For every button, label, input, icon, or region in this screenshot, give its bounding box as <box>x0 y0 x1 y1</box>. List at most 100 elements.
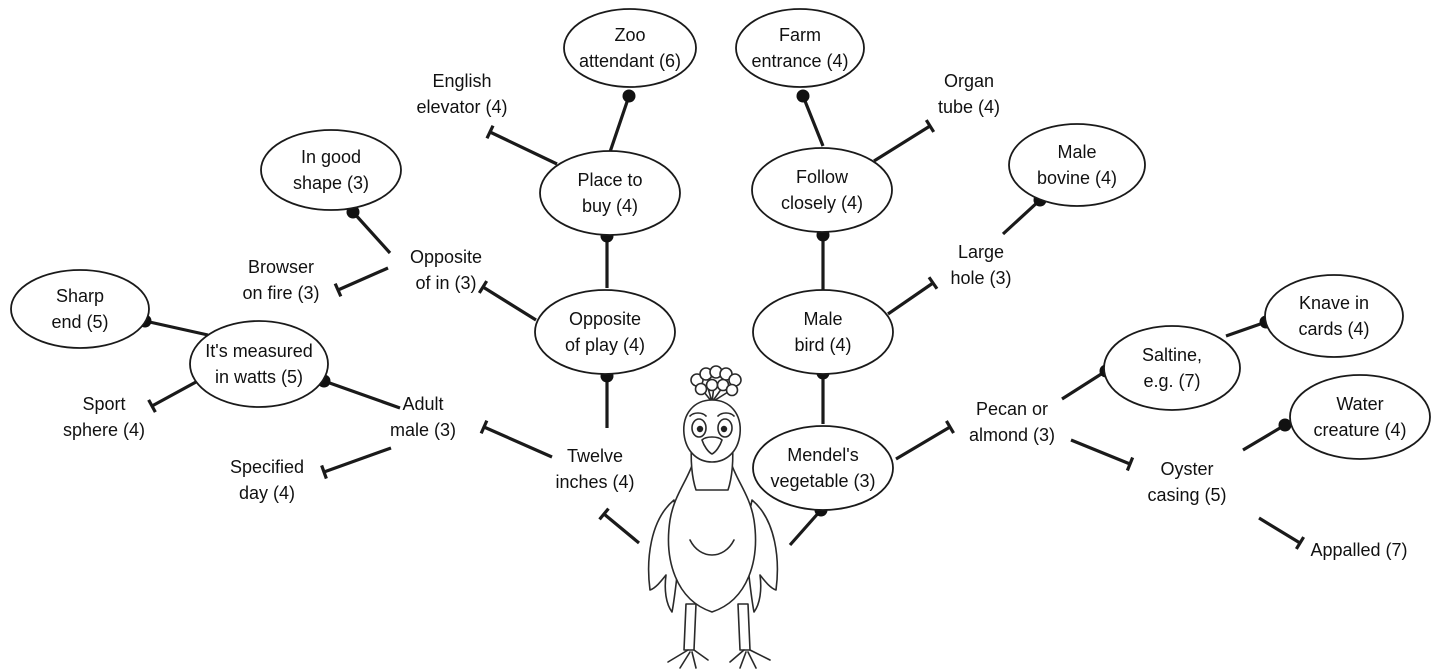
clue-text: Water <box>1336 394 1383 414</box>
clue-text: In good <box>301 147 361 167</box>
clue-node-knave: Knave in cards (4) <box>1264 274 1404 358</box>
clue-text: sphere (4) <box>63 420 145 440</box>
connector-twelve-oppplay <box>600 369 614 428</box>
clue-text: Organ <box>944 71 994 91</box>
clue-node-watts: It's measured in watts (5) <box>189 320 329 408</box>
clue-text: Large <box>958 242 1004 262</box>
clue-bubble <box>1264 274 1404 358</box>
clue-text: Knave in <box>1299 293 1369 313</box>
clue-text: of play (4) <box>565 335 645 355</box>
clue-node-goodshape: In good shape (3) <box>260 129 402 211</box>
clue-text: Oyster <box>1160 459 1213 479</box>
clue-node-appalled: Appalled (7) <box>1310 540 1407 560</box>
clue-bubble <box>534 289 676 375</box>
clue-text: Opposite <box>410 247 482 267</box>
clue-text: almond (3) <box>969 425 1055 445</box>
connector-follow-organ <box>873 119 936 163</box>
clue-node-largehole: Large hole (3) <box>950 242 1011 288</box>
clue-text: hole (3) <box>950 268 1011 288</box>
clue-text: vegetable (3) <box>770 471 875 491</box>
clue-text: elevator (4) <box>416 97 507 117</box>
clue-node-farm: Farm entrance (4) <box>735 8 865 88</box>
clue-text: Sharp <box>56 286 104 306</box>
connector-mendel-pecan <box>895 420 955 461</box>
connector-mendel-malebird <box>816 366 830 424</box>
clue-text: Opposite <box>569 309 641 329</box>
connector-malebird-largehole <box>887 276 939 316</box>
clue-text: Farm <box>779 25 821 45</box>
clue-node-oppplay: Opposite of play (4) <box>534 289 676 375</box>
clue-node-oppin: Opposite of in (3) <box>410 247 482 293</box>
clue-text: inches (4) <box>555 472 634 492</box>
link-bar <box>1125 456 1135 472</box>
link-bar <box>485 124 495 140</box>
connector-adult-watts <box>317 374 401 410</box>
link-bar <box>477 280 489 294</box>
clue-text: in watts (5) <box>215 367 303 387</box>
bird-head <box>683 399 741 463</box>
bird-body <box>667 459 757 613</box>
clue-bubble <box>1008 123 1146 207</box>
clue-bubble <box>1289 374 1431 460</box>
link-bar <box>333 282 343 298</box>
clue-text: e.g. (7) <box>1143 371 1200 391</box>
link-dot <box>622 89 636 103</box>
clue-node-bovine: Male bovine (4) <box>1008 123 1146 207</box>
bird-legs <box>667 603 771 669</box>
connector-place-zoo <box>608 89 636 153</box>
clue-node-saltine: Saltine,e.g. (7) <box>1103 325 1241 411</box>
clue-text: casing (5) <box>1147 485 1226 505</box>
link-dot <box>1278 418 1292 432</box>
peacock-illustration <box>647 365 779 669</box>
clue-bubble <box>539 150 681 236</box>
clue-node-mendel: Mendel's vegetable (3) <box>752 425 894 511</box>
link-bar <box>598 507 610 521</box>
link-bar <box>1294 536 1306 550</box>
clue-node-twelve: Twelve inches (4) <box>555 446 634 492</box>
connector-pecan-oyster <box>1070 438 1135 472</box>
clue-text: Pecan or <box>976 399 1048 419</box>
clue-text: Zoo <box>614 25 645 45</box>
clue-text: Mendel's <box>787 445 858 465</box>
clue-bubble <box>751 147 893 233</box>
clue-text: day (4) <box>239 483 295 503</box>
clue-text: bovine (4) <box>1037 168 1117 188</box>
clue-text: of in (3) <box>415 273 476 293</box>
link-bar <box>924 119 936 133</box>
clue-text: Specified <box>230 457 304 477</box>
connector-adult-specified <box>320 446 392 480</box>
clue-text: Follow <box>796 167 849 187</box>
clue-text: entrance (4) <box>751 51 848 71</box>
clue-text: Male <box>1057 142 1096 162</box>
clue-text: Adult <box>402 394 443 414</box>
connector-oppplay-place <box>600 229 614 288</box>
clue-text: Browser <box>248 257 314 277</box>
link-bar <box>147 399 157 413</box>
connector-twelve-adult <box>479 419 553 459</box>
clue-text: Twelve <box>567 446 623 466</box>
clue-node-specified: Specified day (4) <box>230 457 304 503</box>
clue-bubble <box>735 8 865 88</box>
clue-text: shape (3) <box>293 173 369 193</box>
connector-place-english <box>485 124 558 166</box>
link-bar <box>927 276 939 290</box>
link-bar <box>320 464 328 480</box>
connector-malebird-follow <box>816 228 830 290</box>
clue-text: cards (4) <box>1298 319 1369 339</box>
clue-bubble <box>752 289 894 375</box>
clue-text: on fire (3) <box>242 283 319 303</box>
clue-node-sport: Sport sphere (4) <box>63 394 145 440</box>
clue-bubble <box>189 320 329 408</box>
beak-icon <box>701 436 723 455</box>
clue-text: Sport <box>82 394 125 414</box>
link-bar <box>945 420 955 434</box>
link-bar <box>479 419 489 435</box>
clue-node-oyster: Oyster casing (5) <box>1147 459 1226 505</box>
clue-bubble <box>260 129 402 211</box>
clue-text: It's measured <box>205 341 312 361</box>
